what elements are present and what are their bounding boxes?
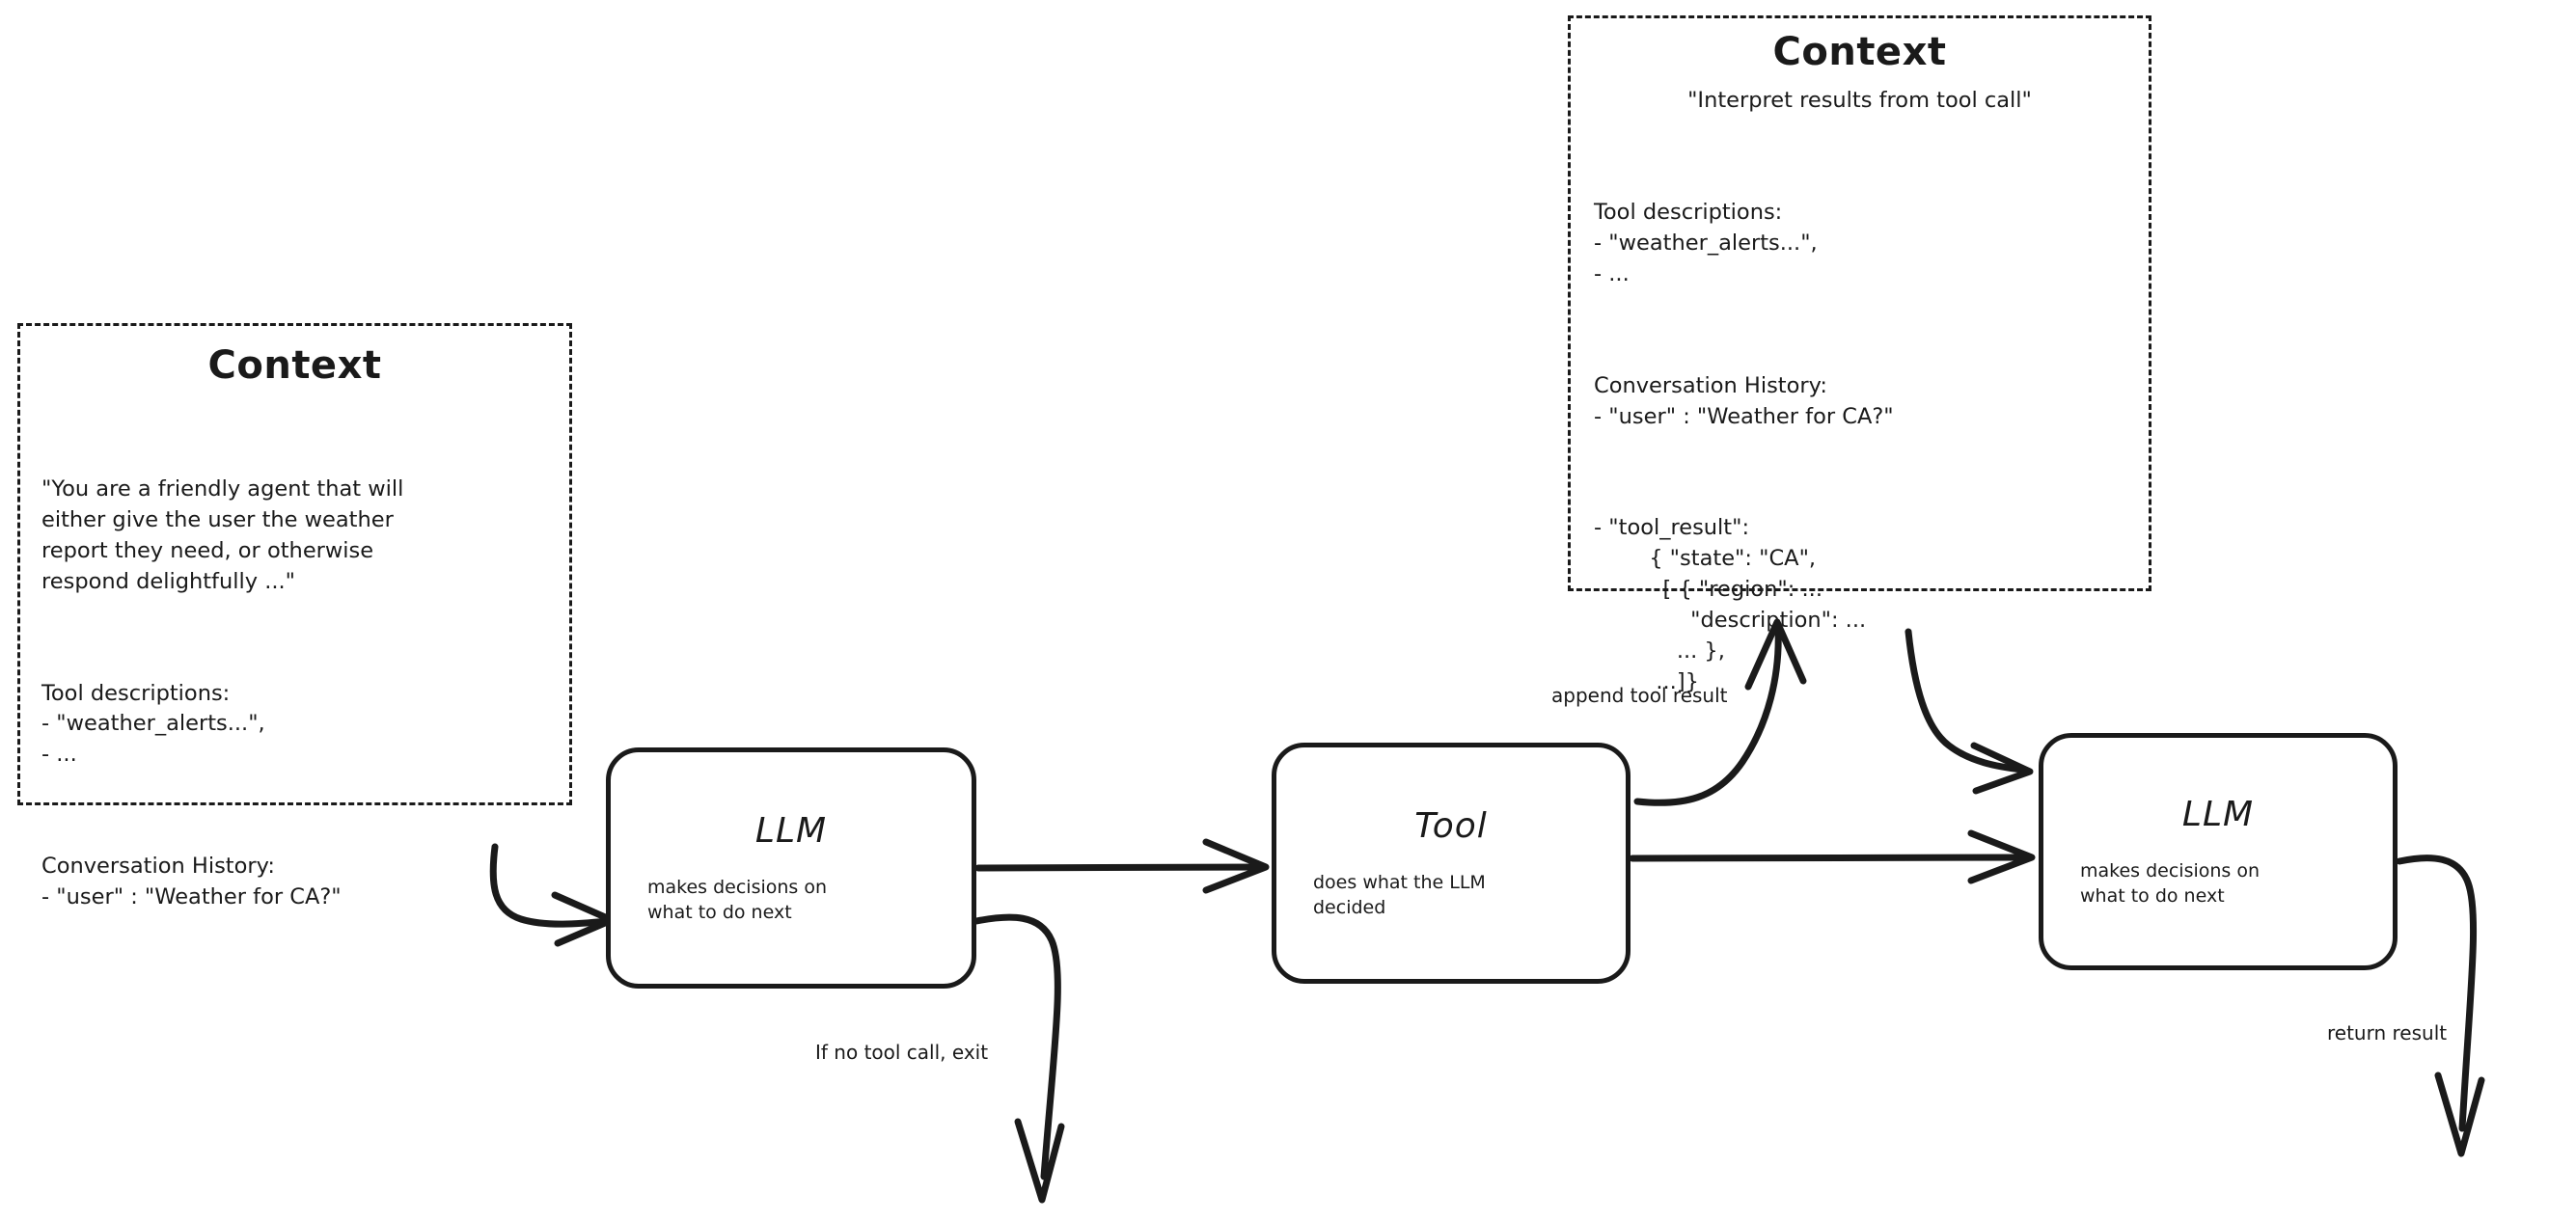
context-card-right: Context "Interpret results from tool cal…	[1568, 15, 2151, 694]
arrow-tool-to-llm2	[1629, 854, 2032, 862]
edge-label-append-tool-result: append tool result	[1551, 684, 1728, 707]
node-tool[interactable]: Tool does what the LLM decided	[1272, 743, 1631, 984]
edge-label-if-no-tool-call-exit: If no tool call, exit	[815, 1041, 989, 1064]
context-right-conversation-history: Conversation History: - "user" : "Weathe…	[1594, 372, 1894, 429]
arrow-context-left-to-llm1-head	[551, 891, 616, 947]
arrow-llm1-to-tool	[974, 863, 1266, 872]
arrow-llm2-return	[2396, 855, 2478, 1132]
context-left-title: Context	[207, 343, 382, 388]
node-llm-first-subtitle: makes decisions on what to do next	[647, 876, 828, 923]
context-right-tool-result: - "tool_result": { "state": "CA", [ { "r…	[1594, 515, 1867, 694]
node-llm-second-title: LLM	[2181, 794, 2255, 834]
arrow-llm2-return-head	[2434, 1072, 2485, 1157]
node-llm-first-title: LLM	[754, 810, 828, 851]
arrow-llm1-to-tool-head	[1202, 838, 1270, 894]
node-llm-first[interactable]: LLM makes decisions on what to do next	[606, 747, 976, 989]
context-right-body: Tool descriptions: - "weather_alerts..."…	[1594, 136, 2125, 760]
context-left-tool-descriptions: Tool descriptions: - "weather_alerts..."…	[41, 680, 265, 768]
context-card-left: Context "You are a friendly agent that w…	[17, 323, 572, 909]
context-right-tool-descriptions: Tool descriptions: - "weather_alerts..."…	[1594, 199, 1818, 286]
node-tool-title: Tool	[1414, 805, 1488, 846]
context-right-system-prompt: "Interpret results from tool call"	[1687, 88, 2032, 113]
edge-label-return-result: return result	[2327, 1021, 2448, 1045]
context-left-body: "You are a friendly agent that will eith…	[41, 413, 548, 975]
node-tool-subtitle: does what the LLM decided	[1313, 871, 1486, 918]
arrow-tool-to-llm2-head	[1967, 829, 2036, 884]
node-llm-second-subtitle: makes decisions on what to do next	[2080, 859, 2261, 907]
context-left-system-prompt: "You are a friendly agent that will eith…	[41, 475, 404, 594]
arrow-llm1-exit-head	[1014, 1118, 1065, 1204]
arrow-llm1-exit	[973, 913, 1061, 1180]
context-left-conversation-history: Conversation History: - "user" : "Weathe…	[41, 854, 342, 910]
context-right-title: Context	[1772, 30, 1947, 74]
node-llm-second[interactable]: LLM makes decisions on what to do next	[2039, 733, 2398, 970]
